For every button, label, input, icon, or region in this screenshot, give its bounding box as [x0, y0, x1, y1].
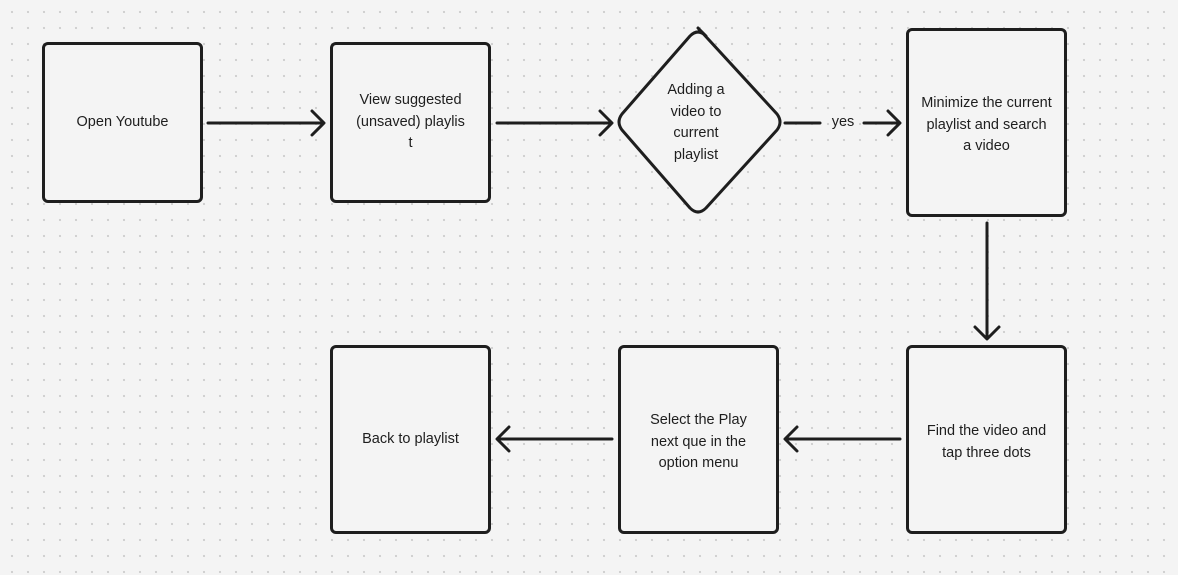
node-minimize-label: Minimize the current playlist and search… [921, 95, 1052, 154]
node-select-play-next[interactable]: Select the Play next que in the option m… [618, 345, 779, 534]
arrowhead [598, 109, 614, 137]
edge-find-video-to-select-play-next [783, 425, 902, 453]
arrowhead [886, 109, 902, 137]
node-back-to-playlist[interactable]: Back to playlist [330, 345, 491, 534]
node-view-playlist[interactable]: View suggested(unsaved) playlist [330, 42, 491, 203]
edge-yes-label-box: yes [826, 112, 860, 134]
node-find-video-label: Find the video and tap three dots [926, 423, 1047, 461]
edge-open-youtube-to-view-playlist [206, 109, 326, 137]
edge-decision-to-minimize [783, 109, 902, 137]
node-open-youtube[interactable]: Open Youtube [42, 42, 203, 203]
arrowhead [310, 109, 326, 137]
node-back-to-playlist-label: Back to playlist [362, 430, 459, 447]
node-decision-label: Adding a video to current playlist [667, 82, 725, 163]
edge-minimize-to-find-video [973, 221, 1001, 341]
node-select-play-next-label: Select the Play next que in the option m… [650, 412, 747, 471]
edge-view-playlist-to-decision [495, 109, 614, 137]
arrowhead [783, 425, 799, 453]
node-find-video[interactable]: Find the video and tap three dots [906, 345, 1067, 534]
node-view-playlist-label: View suggested(unsaved) playlist [356, 92, 465, 152]
edge-yes-label: yes [831, 114, 855, 131]
arrowhead [495, 425, 511, 453]
node-decision[interactable]: Adding a video to current playlist [648, 80, 744, 166]
node-open-youtube-label: Open Youtube [76, 113, 169, 130]
edge-select-play-next-to-back-to-playlist [495, 425, 614, 453]
decision-diamond-shape [617, 26, 782, 214]
arrowhead [973, 325, 1001, 341]
node-minimize[interactable]: Minimize the current playlist and search… [906, 28, 1067, 217]
